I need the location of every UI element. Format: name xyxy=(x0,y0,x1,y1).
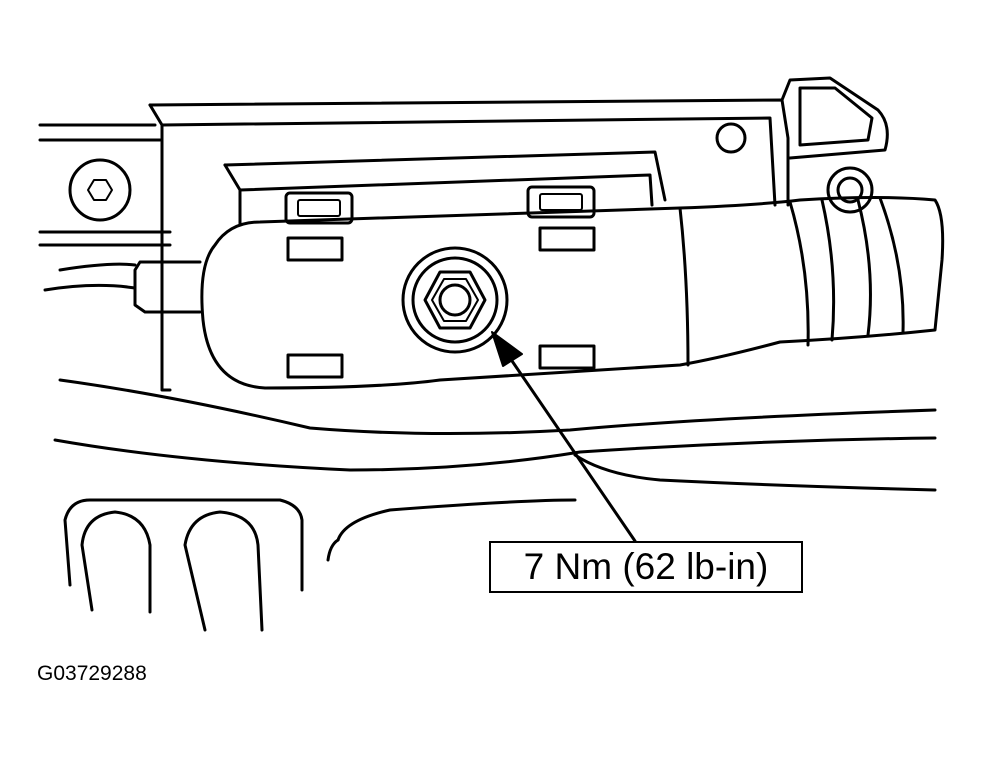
recessed-tray xyxy=(223,150,667,227)
torque-callout-label: 7 Nm (62 lb-in) xyxy=(489,541,803,593)
left-hex-bolt xyxy=(68,158,132,222)
mounting-nut xyxy=(401,246,509,354)
seat-rail-slots xyxy=(63,498,304,632)
figure-id: G03729288 xyxy=(37,662,147,685)
connector-stub xyxy=(133,260,202,314)
sensor-module xyxy=(200,196,945,390)
frame-rails xyxy=(53,378,937,562)
mounting-bracket xyxy=(148,76,889,392)
torque-leader-arrow xyxy=(491,331,637,543)
left-rails xyxy=(38,123,172,292)
